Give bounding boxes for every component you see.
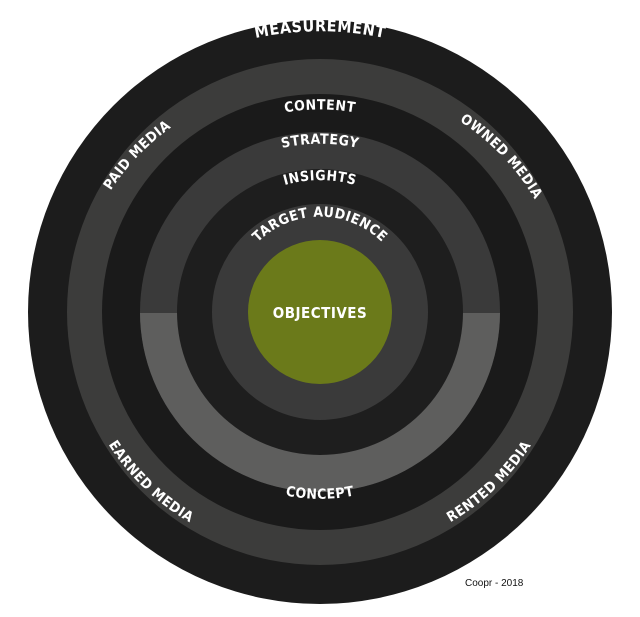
- strategy-label: STRATEGY: [280, 132, 361, 152]
- credit-text: Coopr - 2018: [465, 578, 524, 589]
- objectives-center: [248, 240, 392, 384]
- content-label: CONTENT: [283, 97, 357, 116]
- objectives-label: OBJECTIVES: [273, 304, 368, 322]
- insights-label: INSIGHTS: [282, 168, 359, 189]
- concept-label: CONCEPT: [285, 484, 356, 503]
